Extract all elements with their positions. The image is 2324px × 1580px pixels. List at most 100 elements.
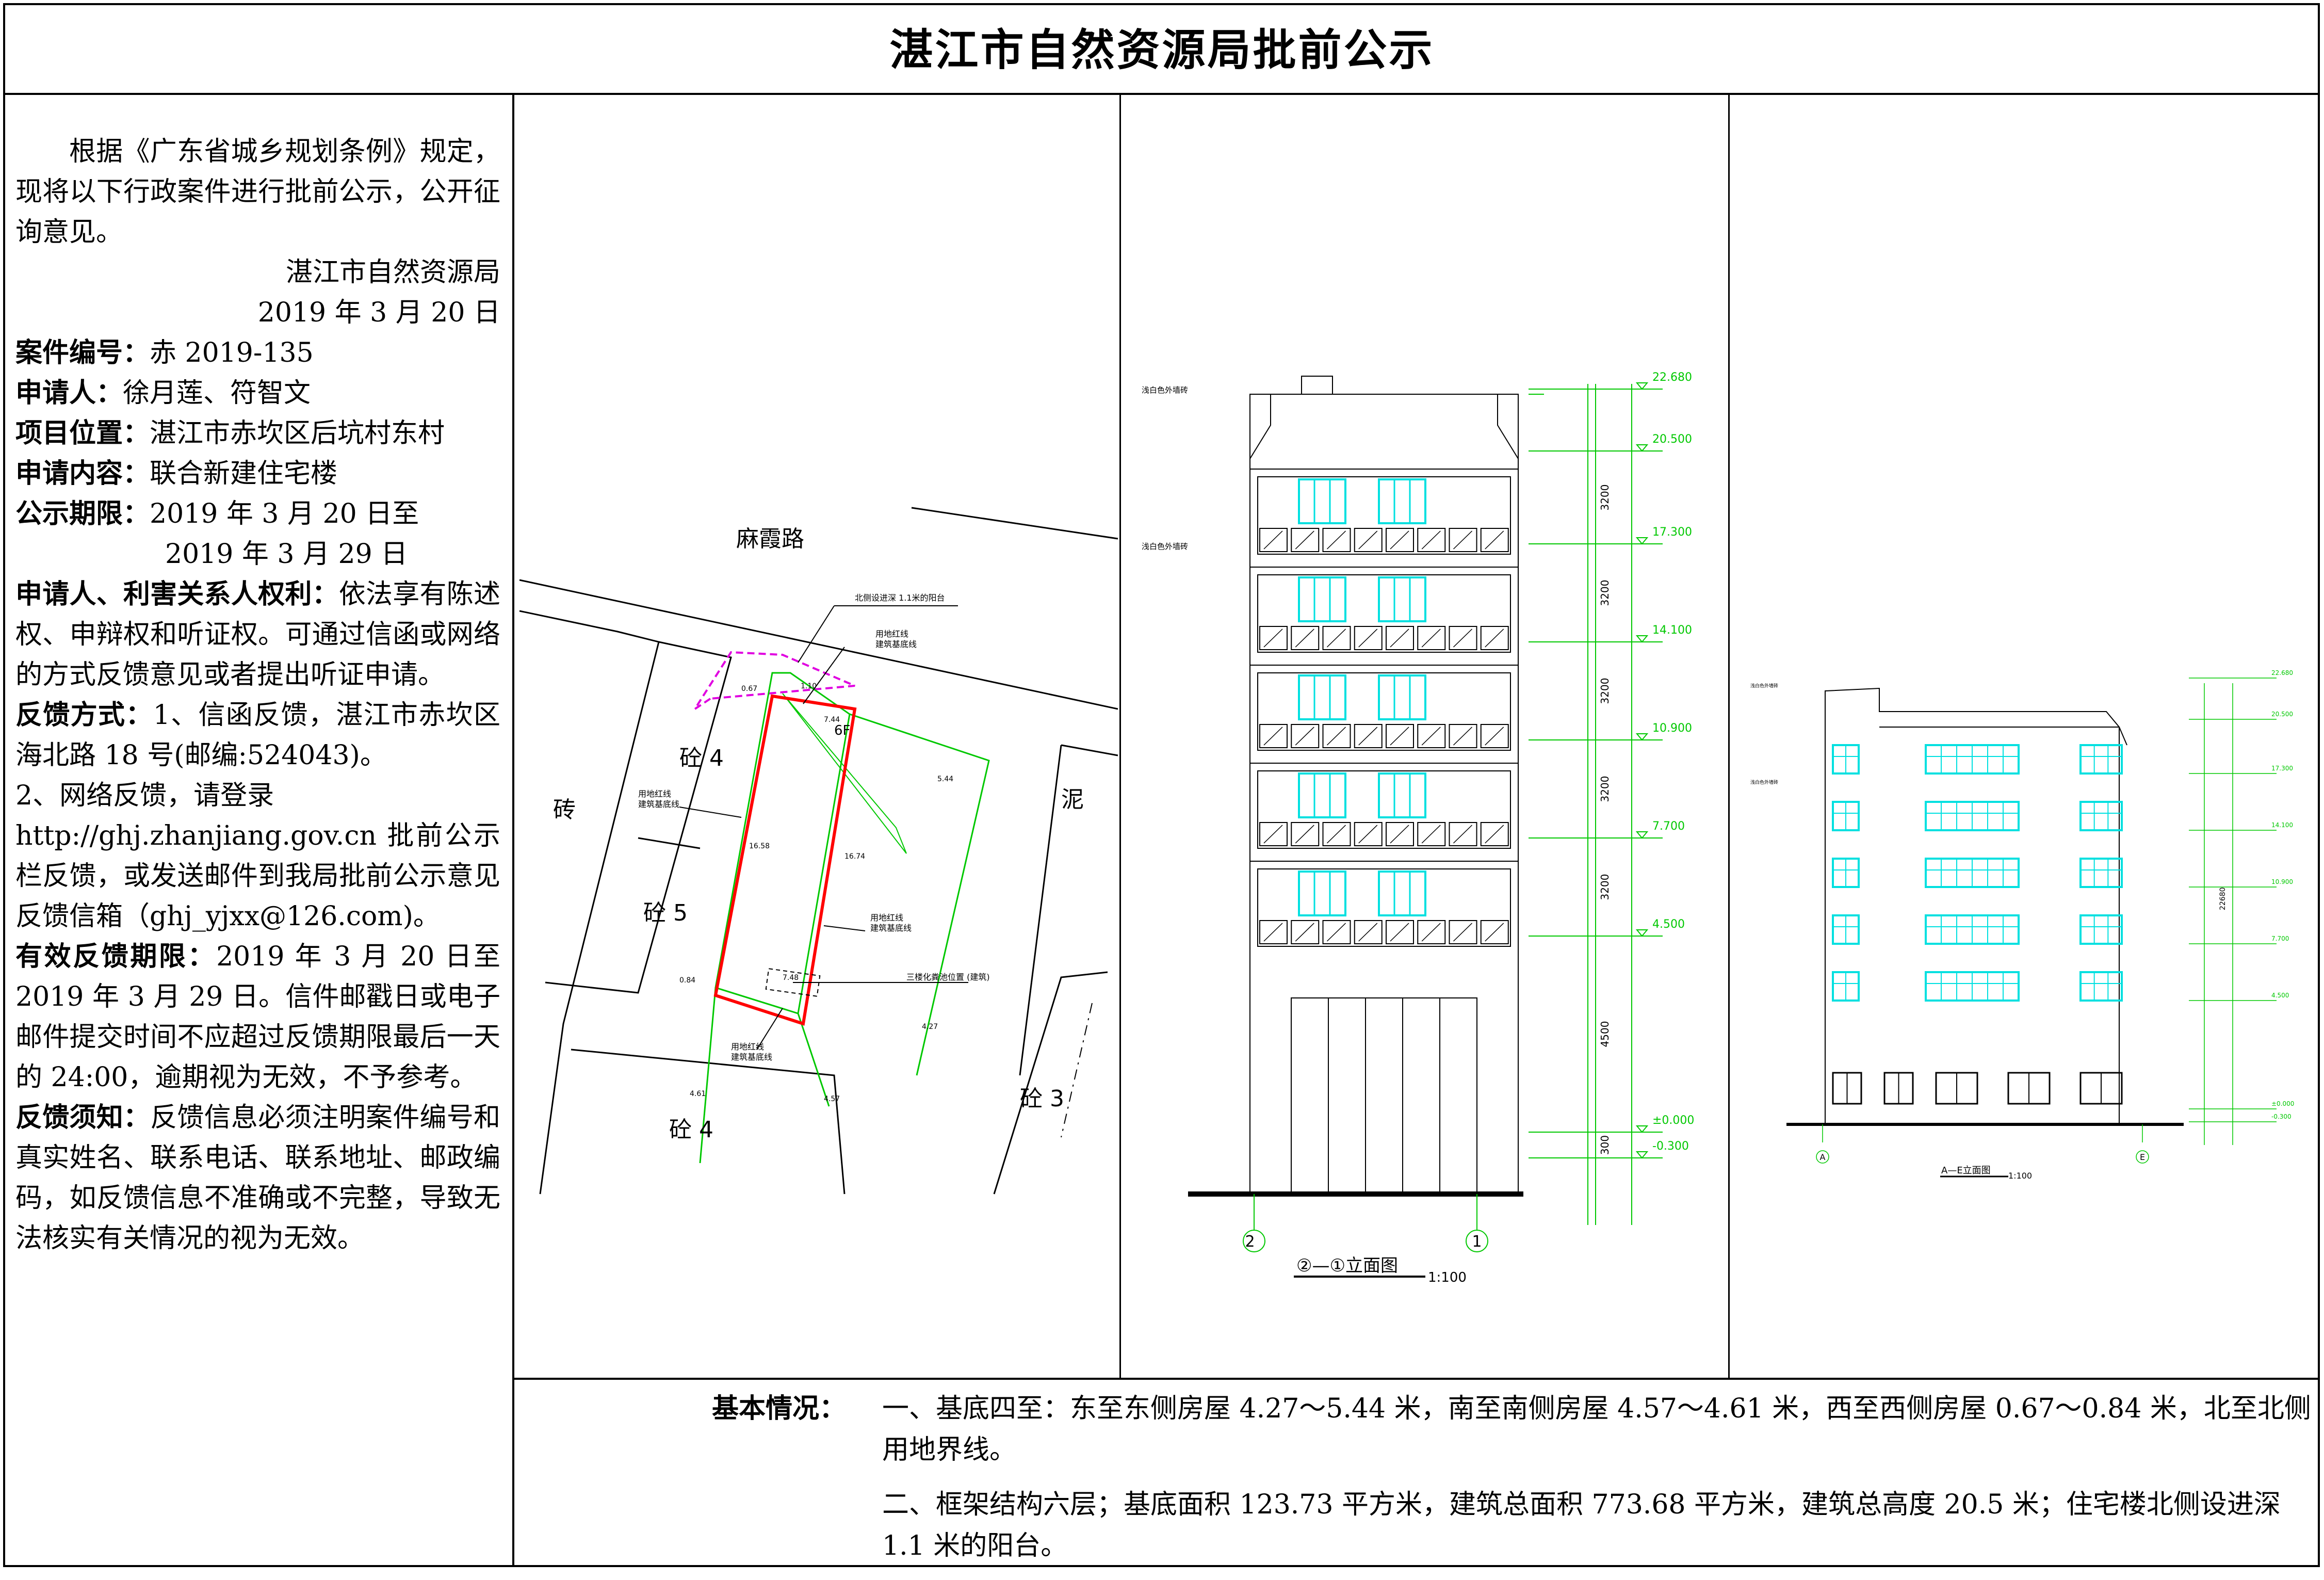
balcony-hatch: [1485, 825, 1504, 844]
green-south-2: [797, 1013, 830, 1107]
period-label: 公示期限：: [15, 498, 150, 529]
window-cyan: [1378, 870, 1426, 916]
septic-tank-marker: [765, 968, 821, 997]
dim-084: 0.84: [679, 976, 695, 985]
label-blk5: 砼 5: [643, 900, 688, 926]
leader-south: [756, 1008, 783, 1050]
dim-067: 0.67: [741, 685, 757, 693]
window-cyan: [1378, 478, 1426, 524]
note-north-balcony: 北侧设进深 1.1米的阳台: [855, 593, 945, 603]
elevation-floors: [1250, 469, 1518, 947]
green-south: [699, 987, 717, 1164]
balcony-hatch: [1295, 825, 1314, 844]
level-value: 17.300: [1652, 526, 1692, 539]
balcony-hatch: [1295, 530, 1314, 550]
roof-vent: [1301, 376, 1333, 395]
wall-note-top: 浅白色外墙砖: [1142, 385, 1188, 395]
window-cyan: [1378, 674, 1426, 720]
level-triangle: [1635, 733, 1649, 741]
balcony-hatch: [1421, 923, 1441, 942]
case-number-value: 赤 2019-135: [150, 337, 314, 368]
balcony-hatch: [1358, 628, 1378, 648]
notice-text-column: 根据《广东省城乡规划条例》规定，现将以下行政案件进行批前公示，公开征询意见。 湛…: [15, 132, 500, 1259]
balcony-panel: [1354, 920, 1383, 944]
balcony-hatch: [1453, 825, 1473, 844]
balcony-hatch: [1485, 727, 1504, 746]
balcony-hatch: [1263, 628, 1283, 648]
centerline: [1061, 1003, 1093, 1138]
balcony-panel: [1354, 528, 1383, 552]
intro-agency: 湛江市自然资源局: [285, 257, 500, 288]
balcony-panel: [1291, 920, 1320, 944]
elevation-scale-1: 1:100: [1428, 1270, 1467, 1285]
basic-info-section: 基本情况： 一、基底四至：东至东侧房屋 4.27～5.44 米，南至南侧房屋 4…: [516, 1388, 2311, 1580]
roof-line: [1249, 394, 1519, 459]
basic-info-item-1: 一、基底四至：东至东侧房屋 4.27～5.44 米，南至南侧房屋 4.57～4.…: [882, 1393, 2311, 1465]
intro-text: 根据《广东省城乡规划条例》规定，现将以下行政案件进行批前公示，公开征询意见。: [15, 136, 500, 248]
dim-427: 4.27: [922, 1023, 938, 1031]
applicant-label: 申请人：: [15, 378, 123, 409]
balcony-panel: [1386, 528, 1414, 552]
dim-748: 7.48: [783, 974, 799, 982]
location-value: 湛江市赤坎区后坑村东村: [150, 418, 445, 449]
rights-label: 申请人、利害关系人权利：: [15, 579, 339, 610]
parcel-east-b: [1019, 745, 1062, 1076]
green-east: [849, 713, 990, 1076]
note-septic: 三楼化粪池位置 (建筑): [906, 972, 990, 982]
leader-north: [798, 605, 835, 663]
applicant-row: 申请人：徐月莲、符智文: [15, 373, 500, 413]
balcony-hatch: [1295, 628, 1314, 648]
leader-east: [823, 925, 866, 931]
balcony-panel: [1291, 822, 1320, 846]
axis-label-left: 2: [1245, 1233, 1255, 1251]
segment-dim: 3200: [1599, 485, 1611, 511]
level-value: -0.300: [2271, 1113, 2292, 1120]
balcony-hatch: [1421, 825, 1441, 844]
axis-bubble-e: [2136, 1150, 2149, 1164]
parcel-south: [571, 1049, 846, 1195]
label-blk4a: 砼 4: [679, 745, 724, 771]
green-setback: [714, 672, 851, 1014]
floor-window-frame: [1257, 868, 1511, 947]
content-row: 申请内容：联合新建住宅楼: [15, 454, 500, 494]
balcony-panel: [1259, 724, 1288, 748]
note-redline: 用地红线: [875, 629, 908, 639]
balcony-panel: [1322, 822, 1351, 846]
level-triangle: [1635, 1151, 1649, 1159]
balcony-hatch: [1390, 923, 1409, 942]
balcony-outline: [694, 651, 855, 710]
balcony-hatch: [1453, 530, 1473, 550]
balcony-panel: [1291, 724, 1320, 748]
segment-dim: 300: [1599, 1135, 1611, 1155]
feedback-row: 反馈方式：1、信函反馈，湛江市赤坎区海北路 18 号(邮编:524043)。: [15, 695, 500, 776]
balcony-hatch: [1390, 727, 1409, 746]
balcony-panel: [1291, 528, 1320, 552]
elevation-levels-2: 22.68020.50017.30014.10010.9007.7004.500…: [2189, 669, 2294, 1122]
deadline-row: 有效反馈期限：2019 年 3 月 20 日至 2019 年 3 月 29 日。…: [15, 937, 500, 1098]
elevation-caption-2: A—E立面图: [1941, 1165, 1991, 1176]
floor-window-frame: [1257, 770, 1511, 849]
level-triangle: [1635, 929, 1649, 937]
case-number-row: 案件编号：赤 2019-135: [15, 333, 500, 373]
drawing-divider-1: [1119, 93, 1121, 1378]
balcony-hatch: [1326, 727, 1346, 746]
dim-457: 4.57: [824, 1095, 840, 1103]
level-value: 14.100: [1652, 624, 1692, 637]
parcel-west: [519, 610, 660, 1195]
balcony-panel: [1322, 724, 1351, 748]
balcony-panel: [1386, 822, 1414, 846]
level-triangle: [1635, 635, 1649, 643]
building-outline: [1249, 394, 1519, 1195]
level-triangle: [1635, 537, 1649, 545]
parcel-blk4a: [545, 641, 732, 994]
site-plan-drawing: 麻霞路 砖 砼 4 砼 5 砼 4 砼 3 泥 6F 北侧设进深 1.1米的阳台…: [519, 507, 1118, 1195]
level-triangle: [1635, 831, 1649, 839]
elevation-windows: [1832, 744, 2123, 1105]
balcony-hatch: [1485, 628, 1504, 648]
note-building-2: 建筑基底线: [638, 799, 679, 809]
floor-window-frame: [1257, 476, 1511, 555]
elevation-scale-2: 1:100: [2008, 1171, 2032, 1181]
balcony-hatch: [1453, 727, 1473, 746]
window-cyan: [2079, 914, 2123, 945]
balcony-panel: [1386, 724, 1414, 748]
